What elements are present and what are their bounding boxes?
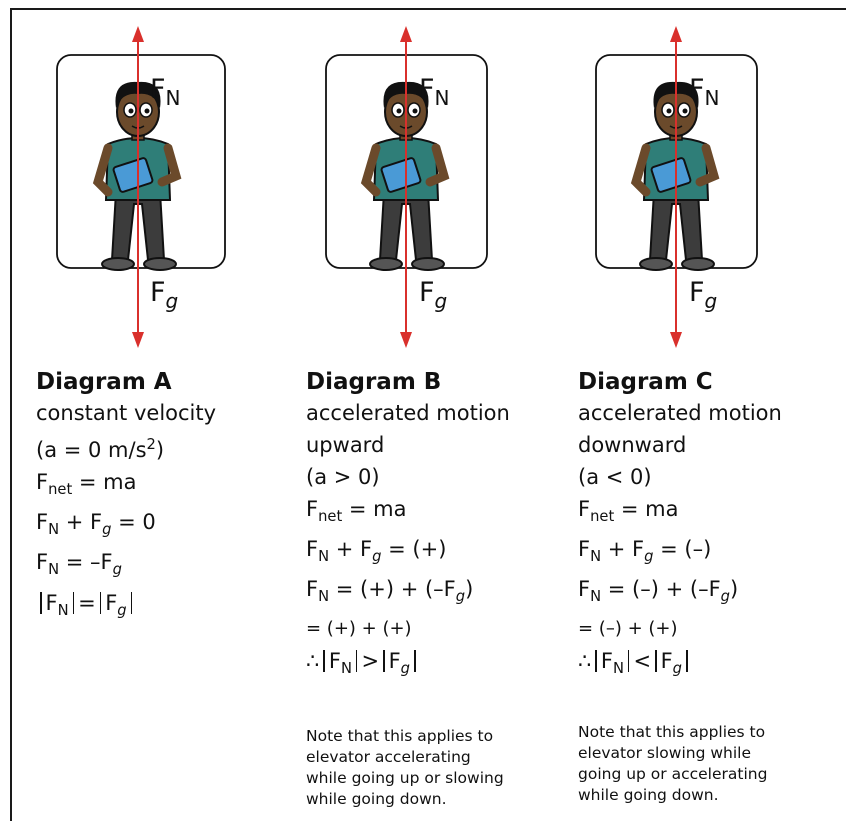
diagram-c-sign-step: = (–) + (+)	[578, 618, 678, 640]
diagram-c-magnitude-comparison: ∴FN<Fg	[578, 645, 788, 685]
up-arrow-icon	[670, 26, 682, 42]
normal-force-label-b: FN	[419, 74, 450, 110]
diagram-c-text: Diagram C accelerated motion downward (a…	[578, 368, 788, 806]
up-arrow-icon	[400, 26, 412, 42]
diagram-a-description: constant velocity	[36, 401, 217, 425]
diagram-a-acceleration: (a = 0 m/s2)	[36, 436, 165, 463]
diagram-b-magnitude-comparison: ∴FN>Fg	[306, 645, 516, 685]
gravity-force-label-a: Fg	[150, 277, 178, 313]
diagram-c-note: Note that this applies to elevator slowi…	[578, 722, 768, 804]
diagram-c-force-sum: FN + Fg = (–)	[578, 537, 712, 566]
up-arrow-icon	[132, 26, 144, 42]
diagram-a-title: Diagram A	[36, 369, 172, 395]
down-arrow-icon	[400, 332, 412, 348]
diagram-a-net-force: Fnet = ma	[36, 470, 137, 499]
normal-force-label-a: FN	[150, 74, 181, 110]
diagram-a-magnitude-comparison: FN=Fg	[36, 587, 216, 627]
diagram-b-acceleration: (a > 0)	[306, 465, 380, 489]
diagram-c-net-force: Fnet = ma	[578, 497, 679, 526]
diagram-a-text: Diagram A constant velocity (a = 0 m/s2)…	[36, 368, 216, 627]
down-arrow-icon	[670, 332, 682, 348]
diagram-a-normal-equation: FN = –Fg	[36, 550, 122, 579]
diagram-b-note: Note that this applies to elevator accel…	[306, 726, 504, 808]
diagram-c-description-2: downward	[578, 433, 687, 457]
gravity-force-label-b: Fg	[419, 277, 447, 313]
diagram-c-description-1: accelerated motion	[578, 401, 782, 425]
diagram-a-force-sum: FN + Fg = 0	[36, 510, 156, 539]
diagram-b-title: Diagram B	[306, 369, 442, 395]
diagram-b-description-1: accelerated motion	[306, 401, 510, 425]
diagram-b-force-sum: FN + Fg = (+)	[306, 537, 447, 566]
figure-frame	[10, 8, 846, 821]
diagram-c-normal-equation: FN = (–) + (–Fg)	[578, 577, 739, 606]
diagram-c-acceleration: (a < 0)	[578, 465, 652, 489]
diagram-c-title: Diagram C	[578, 369, 713, 395]
diagram-b-text: Diagram B accelerated motion upward (a >…	[306, 368, 516, 810]
down-arrow-icon	[132, 332, 144, 348]
diagram-b-normal-equation: FN = (+) + (–Fg)	[306, 577, 474, 606]
diagram-b-net-force: Fnet = ma	[306, 497, 407, 526]
diagram-b-sign-step: = (+) + (+)	[306, 618, 412, 640]
gravity-force-label-c: Fg	[689, 277, 717, 313]
diagram-b-description-2: upward	[306, 433, 385, 457]
normal-force-label-c: FN	[689, 74, 720, 110]
